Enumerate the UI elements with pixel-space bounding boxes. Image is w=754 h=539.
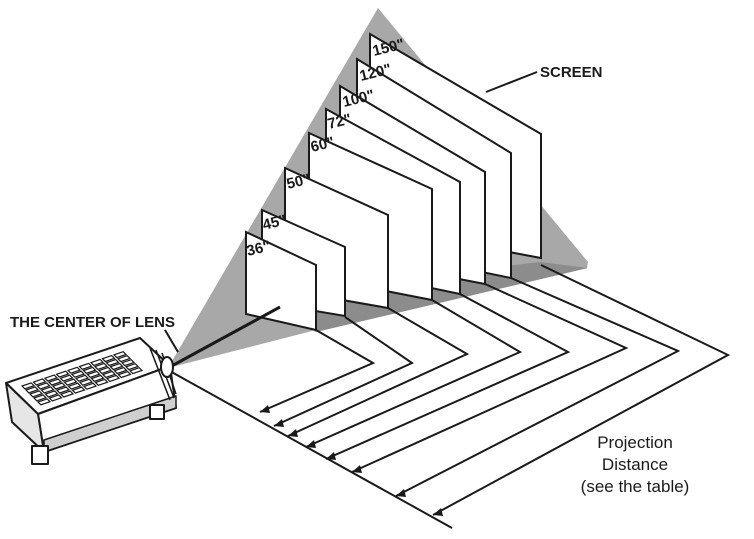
arrowhead-60	[306, 440, 316, 448]
size-label-36: 36"	[245, 238, 272, 260]
grille-slot	[97, 366, 113, 375]
lens-icon	[160, 356, 174, 378]
grille-slot	[117, 370, 132, 379]
grille-slot	[36, 398, 52, 406]
arrowhead-72	[326, 452, 336, 460]
arrowhead-50	[288, 429, 298, 437]
arrowhead-36	[260, 405, 270, 413]
screen-size-labels: 150" 120" 100" 72" 60" 50" 45" 36"	[245, 36, 406, 260]
distance-line-120	[395, 277, 681, 497]
grille-slot	[44, 390, 59, 398]
grille-slot	[43, 374, 59, 382]
size-label-45: 45"	[261, 212, 288, 234]
grille-slot	[128, 366, 144, 375]
grille-slot	[55, 386, 71, 394]
distance-dimension-lines	[259, 264, 731, 516]
grille-slot	[59, 374, 74, 382]
projector-grille	[20, 350, 144, 406]
grille-slot	[55, 370, 70, 378]
projector-foot-left	[31, 445, 49, 465]
grille-slot	[47, 378, 63, 386]
grille-slot	[94, 378, 109, 386]
grille-slot	[28, 390, 44, 398]
floor-baseline	[167, 369, 453, 529]
grille-slot	[63, 378, 78, 386]
screen-leader-line	[485, 71, 538, 93]
grille-slot	[20, 382, 36, 390]
lens-leader-line	[164, 329, 179, 353]
grille-slot	[67, 382, 82, 390]
distance-line-45	[273, 316, 415, 427]
grille-slot	[105, 374, 121, 383]
grille-slot	[66, 366, 82, 374]
distance-arrowheads	[260, 405, 443, 516]
grille-slot	[101, 370, 117, 379]
size-label-50: 50"	[285, 171, 312, 193]
grille-slot	[112, 350, 128, 359]
screen-label: SCREEN	[540, 64, 603, 81]
grille-slot	[116, 354, 132, 363]
grille-slot	[93, 362, 109, 371]
grille-slot	[82, 366, 97, 374]
grille-slot	[51, 382, 67, 390]
grille-slot	[71, 386, 86, 394]
distance-line-36	[259, 329, 376, 413]
size-label-60: 60"	[309, 134, 336, 156]
grille-slot	[36, 382, 51, 390]
grille-slot	[32, 378, 47, 386]
grille-slot	[90, 374, 105, 382]
grille-slot	[32, 394, 48, 402]
distance-line-50	[287, 307, 470, 437]
grille-slot	[48, 394, 63, 402]
grille-slot	[120, 358, 136, 367]
grille-slot	[24, 386, 40, 394]
grille-slot	[124, 362, 140, 371]
grille-slot	[40, 386, 55, 394]
distance-note-line3: (see the table)	[581, 477, 690, 496]
lens-axis-line	[167, 305, 281, 370]
grille-slot	[89, 358, 105, 367]
distance-line-150	[432, 264, 731, 516]
lens-center-label: THE CENTER OF LENS	[10, 314, 175, 331]
distance-line-72	[325, 293, 571, 460]
grille-slot	[105, 358, 120, 367]
grille-slot	[82, 382, 98, 390]
grille-slot	[109, 362, 124, 371]
arrowhead-45	[274, 419, 284, 427]
grille-slot	[78, 378, 94, 386]
distance-note-line1: Projection	[597, 433, 673, 452]
arrowhead-120	[396, 489, 406, 497]
distance-note-line2: Distance	[602, 455, 668, 474]
arrowhead-100	[352, 465, 362, 473]
grille-slot	[101, 354, 116, 363]
projector-foot-right	[149, 404, 165, 420]
projector-icon	[5, 337, 177, 465]
grille-slot	[70, 370, 86, 378]
distance-line-60	[305, 299, 523, 448]
grille-slot	[86, 370, 101, 378]
grille-slot	[74, 374, 90, 382]
distance-line-100	[351, 283, 629, 473]
grille-slot	[113, 366, 128, 375]
screens	[245, 32, 542, 332]
arrowhead-150	[433, 508, 443, 516]
grille-slot	[59, 390, 75, 398]
grille-slot	[78, 362, 93, 370]
size-label-72: 72"	[326, 111, 353, 133]
